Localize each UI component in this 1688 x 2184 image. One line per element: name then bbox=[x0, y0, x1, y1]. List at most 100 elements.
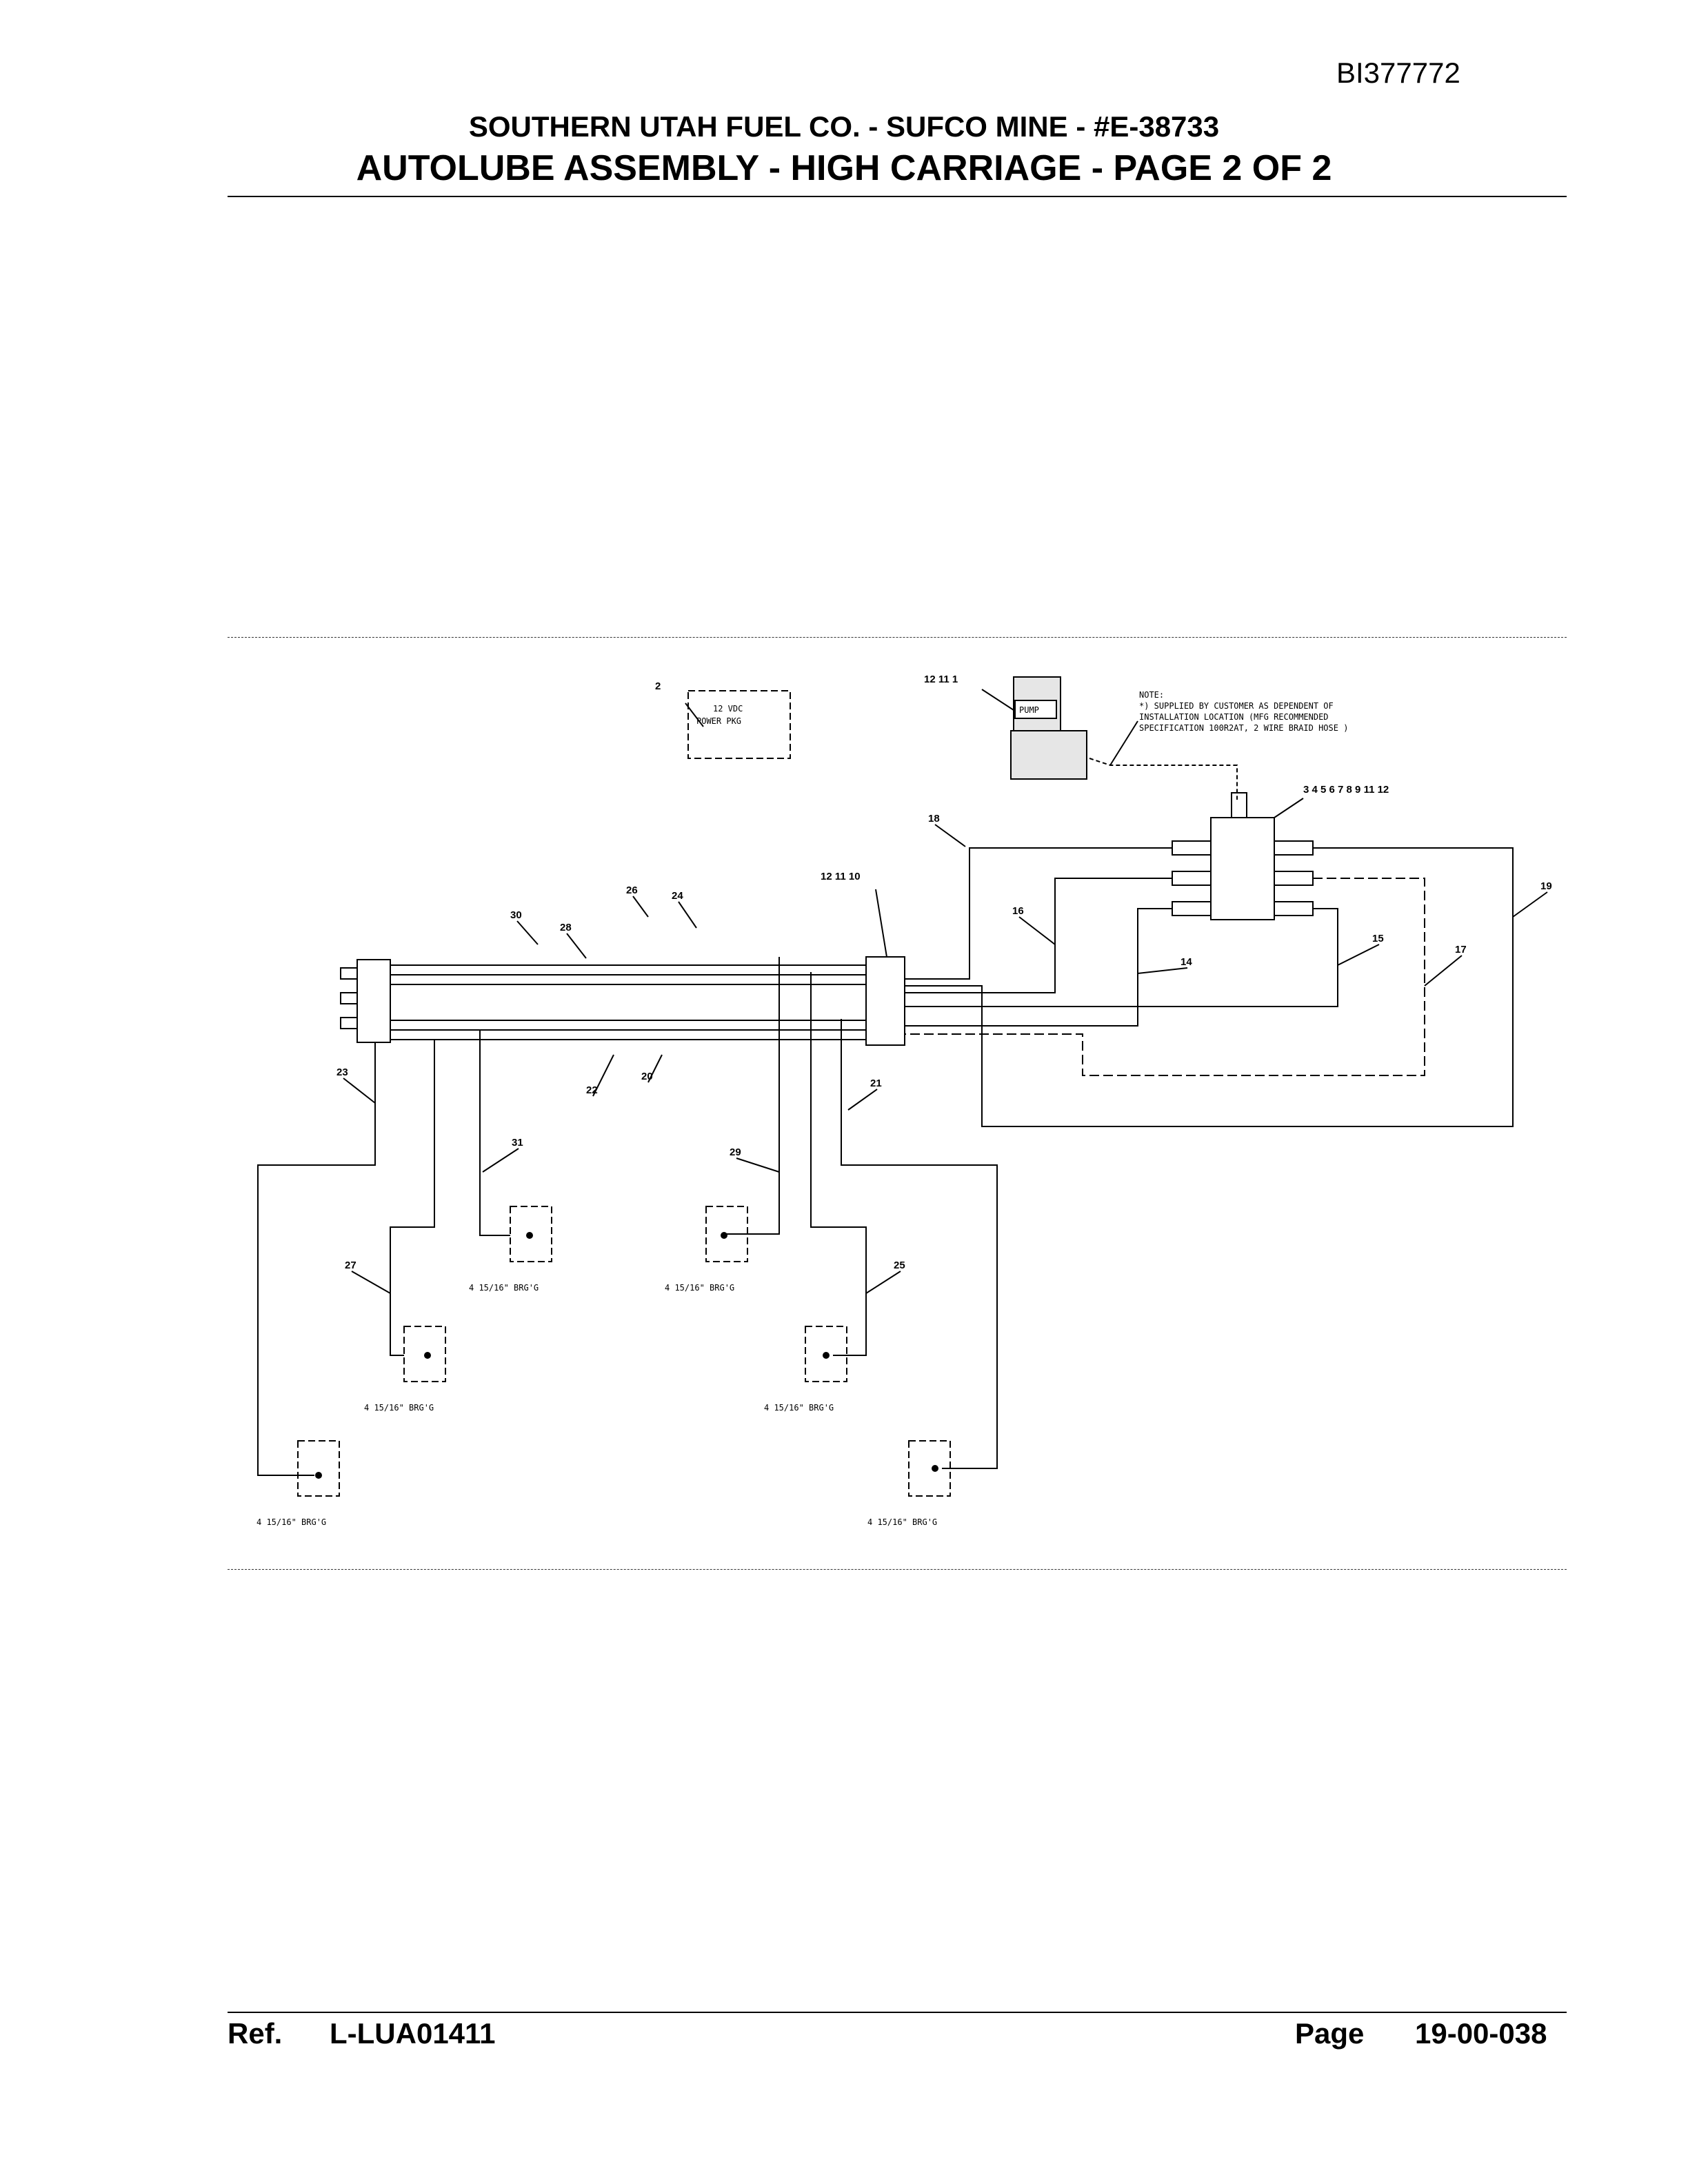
callout-15: 15 bbox=[1372, 933, 1384, 944]
callout-leader bbox=[632, 896, 649, 918]
block-fitting bbox=[1274, 840, 1314, 856]
callout-leader bbox=[1337, 944, 1380, 966]
callout-23: 23 bbox=[336, 1066, 348, 1078]
callout-leader bbox=[647, 1054, 663, 1083]
callout-leader bbox=[566, 933, 587, 959]
callout-24: 24 bbox=[672, 890, 683, 902]
feed-line-29 bbox=[724, 957, 780, 1235]
leader-line bbox=[685, 702, 704, 727]
bearing-label: 4 15/16" BRG'G bbox=[867, 1517, 937, 1527]
feed-line-23 bbox=[257, 1042, 376, 1476]
note-line: INSTALLATION LOCATION (MFG RECOMMENDED bbox=[1139, 712, 1329, 722]
callout-leader bbox=[1512, 891, 1548, 918]
bearing-label: 4 15/16" BRG'G bbox=[665, 1283, 734, 1293]
block-fitting bbox=[340, 992, 358, 1004]
bearing-box bbox=[908, 1440, 951, 1497]
callout-27: 27 bbox=[345, 1260, 356, 1271]
feed-line-19 bbox=[905, 847, 1514, 1127]
callout-16: 16 bbox=[1012, 905, 1024, 917]
leader-line bbox=[981, 689, 1014, 711]
page-title: AUTOLUBE ASSEMBLY - HIGH CARRIAGE - PAGE… bbox=[356, 148, 1332, 188]
page-label: Page bbox=[1295, 2017, 1365, 2050]
callout-leader bbox=[592, 1054, 614, 1097]
callout-leader bbox=[516, 920, 539, 945]
block-fitting bbox=[1274, 871, 1314, 886]
bearing-point bbox=[932, 1465, 938, 1472]
power-package-box bbox=[687, 690, 791, 759]
bearing-box bbox=[805, 1326, 847, 1382]
callout-26: 26 bbox=[626, 884, 638, 896]
bearing-box bbox=[510, 1206, 552, 1262]
note-line: *) SUPPLIED BY CUSTOMER AS DEPENDENT OF bbox=[1139, 701, 1334, 711]
callout-21: 21 bbox=[870, 1078, 882, 1089]
block-fitting bbox=[1172, 840, 1212, 856]
callout-29: 29 bbox=[730, 1146, 741, 1158]
page-value: 19-00-038 bbox=[1415, 2017, 1547, 2050]
note-heading: NOTE: bbox=[1139, 690, 1164, 700]
company-heading: SOUTHERN UTAH FUEL CO. - SUFCO MINE - #E… bbox=[468, 110, 1220, 143]
block-fitting bbox=[340, 1017, 358, 1029]
bearing-label: 4 15/16" BRG'G bbox=[469, 1283, 539, 1293]
feed-line-17 bbox=[905, 878, 1425, 1076]
inlet-fitting bbox=[1231, 792, 1247, 818]
bearing-label: 4 15/16" BRG'G bbox=[364, 1403, 434, 1413]
diagram-bottom-rule bbox=[228, 1569, 1567, 1570]
block-fitting bbox=[1172, 871, 1212, 886]
feed-line-27 bbox=[390, 1040, 435, 1356]
left-divider-block bbox=[356, 959, 391, 1043]
pump-callout: 12 11 1 bbox=[924, 674, 958, 685]
callout-19: 19 bbox=[1540, 880, 1552, 892]
mid-divider-block bbox=[865, 956, 905, 1046]
callout-31: 31 bbox=[512, 1137, 523, 1149]
callout-28: 28 bbox=[560, 922, 572, 933]
ref-value: L-LUA01411 bbox=[330, 2017, 496, 2050]
pump-base bbox=[1010, 730, 1087, 780]
leader-line bbox=[875, 889, 887, 958]
bearing-box bbox=[403, 1326, 446, 1382]
callout-leader bbox=[1018, 916, 1056, 945]
mid-block-callout: 12 11 10 bbox=[821, 871, 861, 882]
diagram-top-rule bbox=[228, 637, 1567, 638]
callout-25: 25 bbox=[894, 1260, 905, 1271]
block-fitting bbox=[340, 967, 358, 980]
bearing-point bbox=[823, 1352, 830, 1359]
callout-leader bbox=[678, 901, 697, 929]
callout-leader bbox=[482, 1148, 519, 1173]
feed-line-31 bbox=[479, 1030, 510, 1236]
bearing-box bbox=[297, 1440, 340, 1497]
feed-line-21 bbox=[841, 1019, 998, 1469]
bearing-label: 4 15/16" BRG'G bbox=[764, 1403, 834, 1413]
block-fitting bbox=[1274, 901, 1314, 916]
callout-17: 17 bbox=[1455, 944, 1467, 956]
power-package-line1: 12 VDC bbox=[713, 704, 743, 714]
callout-leader bbox=[934, 824, 966, 847]
bearing-box bbox=[705, 1206, 748, 1262]
bearing-point bbox=[424, 1352, 431, 1359]
callout-leader bbox=[1424, 955, 1463, 987]
pump-supply-hose bbox=[1089, 758, 1238, 800]
block-fitting bbox=[1172, 901, 1212, 916]
note-leader bbox=[1109, 720, 1138, 766]
bearing-points bbox=[315, 1232, 938, 1479]
callout-30: 30 bbox=[510, 909, 522, 921]
bearing-point bbox=[721, 1232, 727, 1239]
feed-line-16 bbox=[905, 878, 1172, 993]
callout-leader bbox=[865, 1271, 901, 1294]
leader-line bbox=[1274, 798, 1304, 818]
bearing-point bbox=[315, 1472, 322, 1479]
callout-leader bbox=[736, 1157, 780, 1173]
feed-line-18 bbox=[905, 847, 1172, 980]
main-block-callout: 3 4 5 6 7 8 9 11 12 bbox=[1303, 784, 1389, 796]
document-id: BI377772 bbox=[1336, 57, 1460, 89]
callout-18: 18 bbox=[928, 813, 940, 825]
feed-line-14 bbox=[905, 908, 1172, 1027]
callout-leader bbox=[847, 1089, 878, 1111]
feed-line-15 bbox=[905, 908, 1338, 1007]
note-line: SPECIFICATION 100R2AT, 2 WIRE BRAID HOSE… bbox=[1139, 723, 1348, 733]
bearing-label: 4 15/16" BRG'G bbox=[257, 1517, 326, 1527]
ref-label: Ref. bbox=[228, 2017, 283, 2050]
callout-label: 2 bbox=[655, 680, 661, 692]
